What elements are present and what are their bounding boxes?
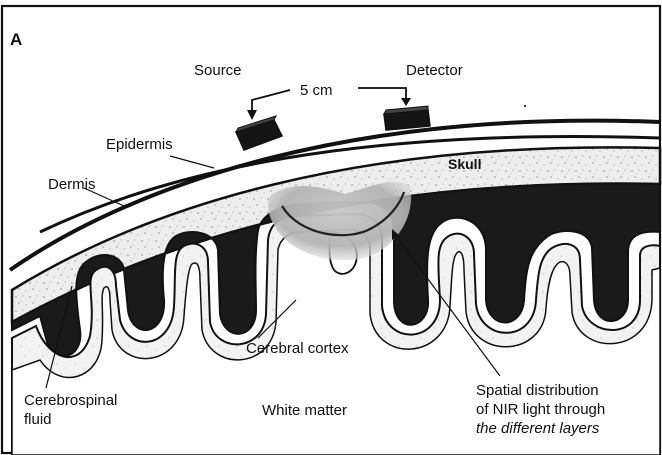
panel-label: A (10, 30, 22, 50)
distance-bracket-left (252, 90, 290, 116)
nir-label-line1: Spatial distribution (476, 382, 599, 400)
distance-bracket-right (358, 88, 406, 100)
nir-label-line2: of NIR light through (476, 401, 605, 419)
skull-label: Skull (448, 156, 481, 172)
dermis-label: Dermis (48, 176, 96, 193)
epidermis-label: Epidermis (106, 136, 173, 153)
detector-label: Detector (406, 62, 463, 79)
csf-label-line1: Cerebrospinal (24, 392, 117, 410)
source-label: Source (194, 62, 242, 79)
white-matter-label: White matter (262, 402, 347, 419)
distance-label: 5 cm (300, 82, 333, 99)
distance-arrow-left (247, 110, 257, 120)
csf-label-line2: fluid (24, 411, 52, 429)
cerebral-cortex-label: Cerebral cortex (246, 340, 349, 357)
nir-label-line3: the different layers (476, 420, 599, 438)
distance-arrow-right (401, 98, 411, 106)
epidermis-leader (170, 156, 214, 168)
stray-dot (524, 105, 526, 107)
nir-label-line3-text: the different layers (476, 420, 599, 437)
